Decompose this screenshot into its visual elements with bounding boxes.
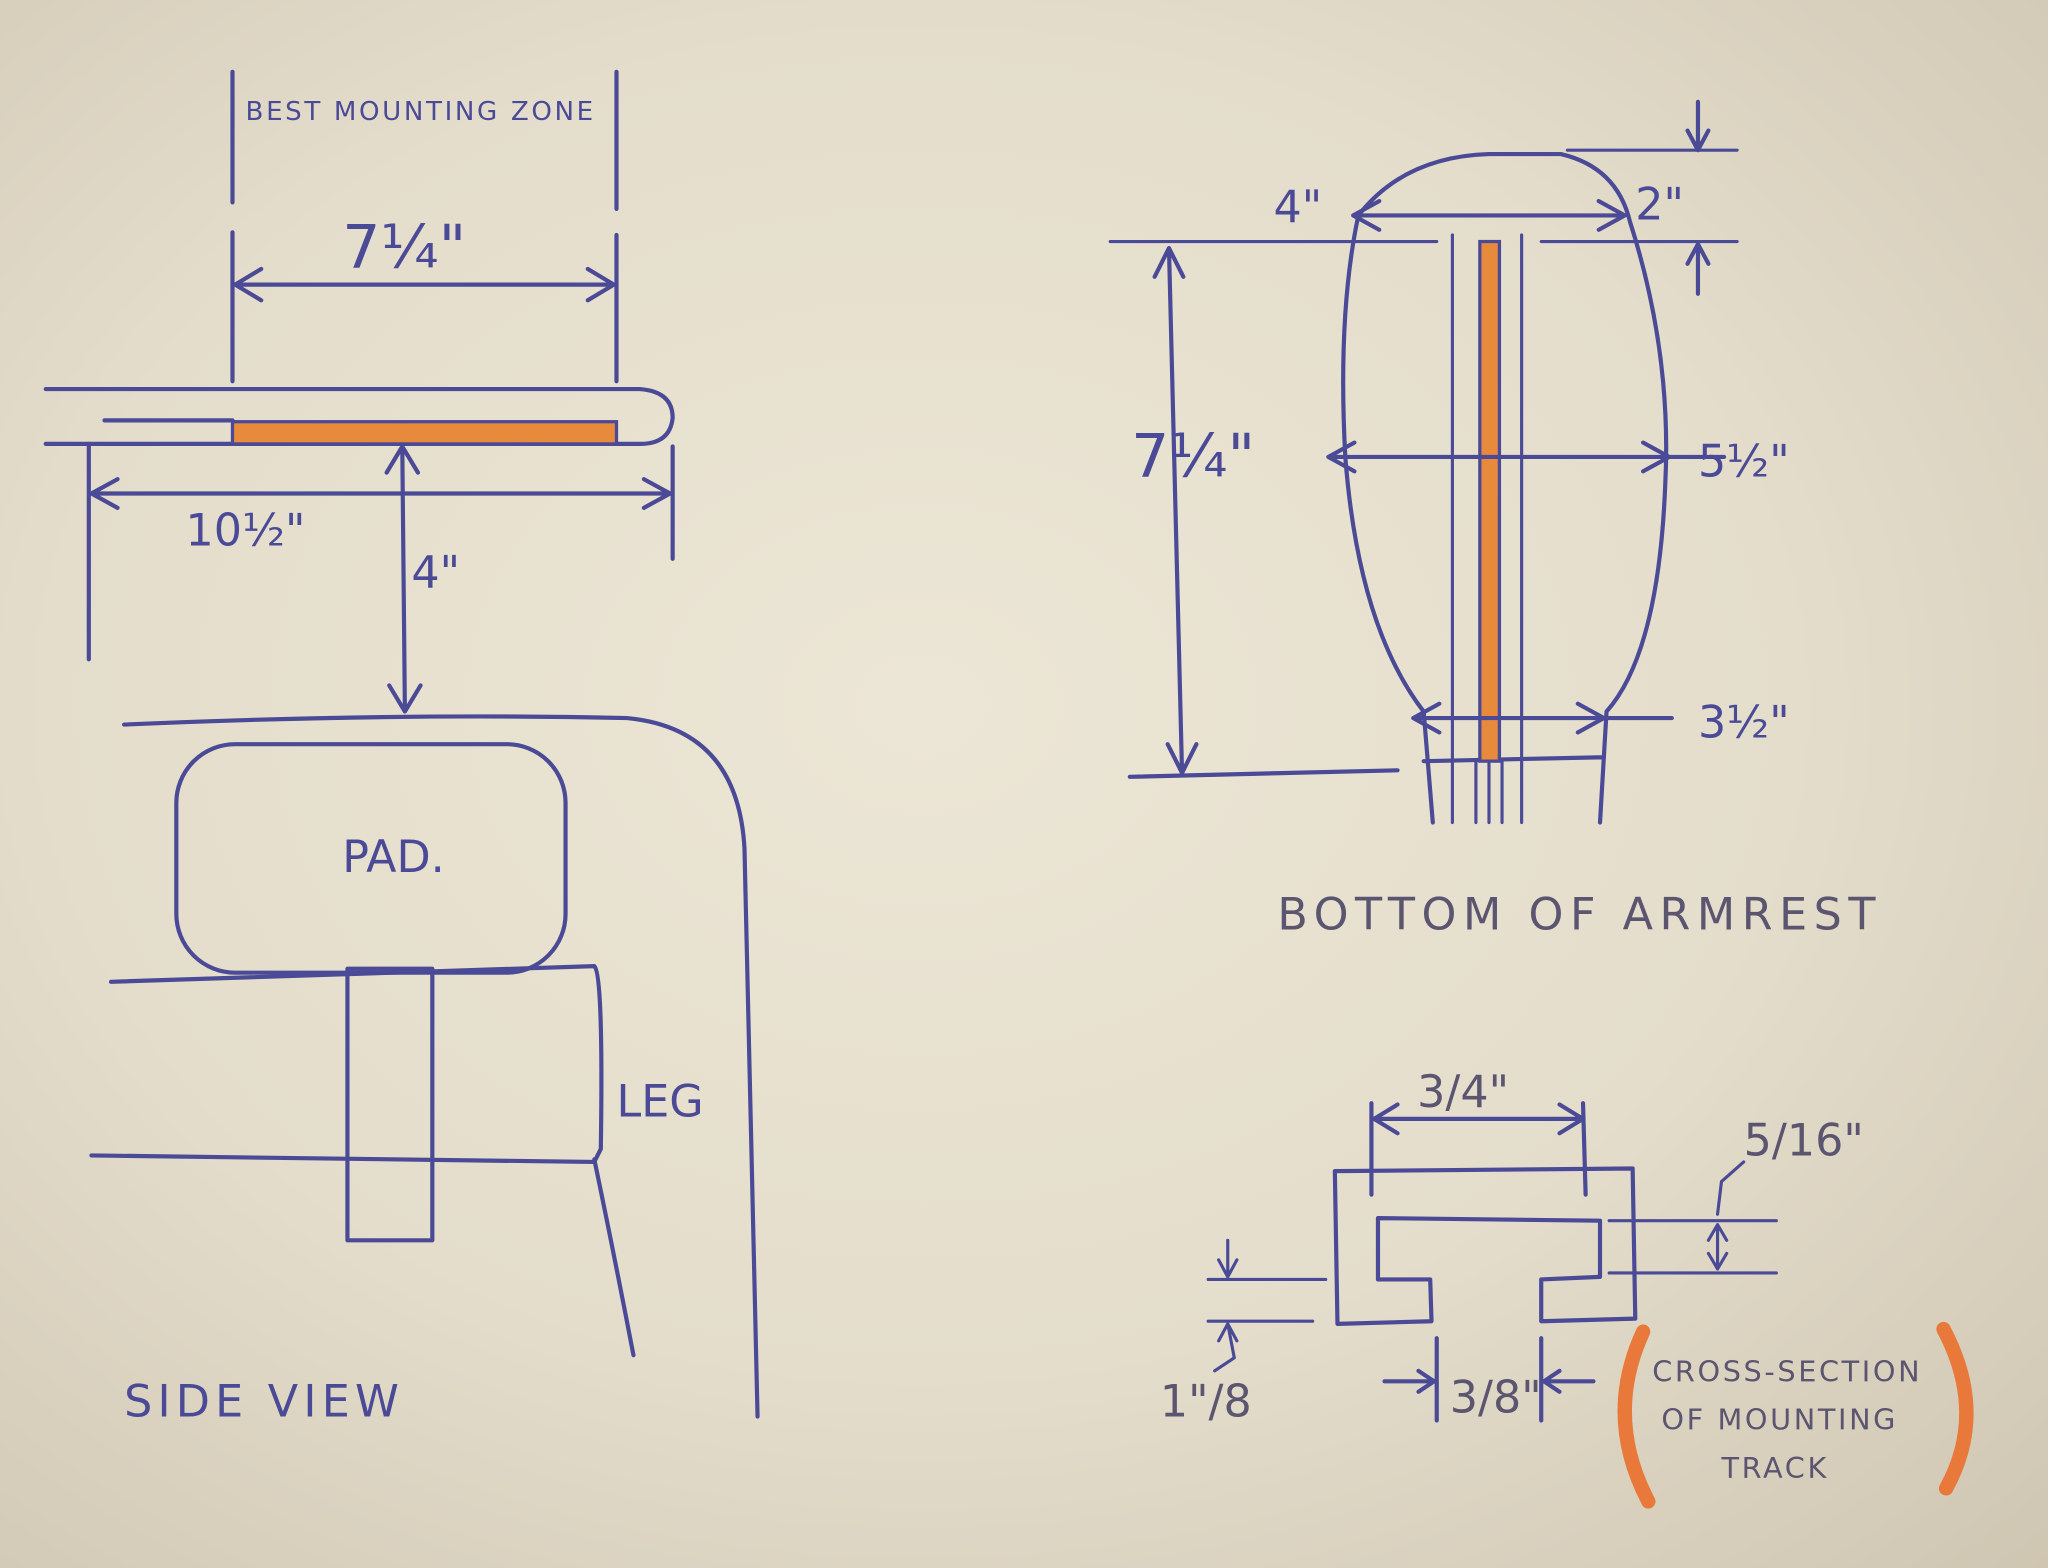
top-width-arrow — [1351, 198, 1627, 232]
cross-section: 3/4" 5/16" 1"/8 3/8" CROSS-SECTION OF MO… — [1160, 1067, 1974, 1509]
cross-section-title-line-1: CROSS-SECTION — [1652, 1354, 1922, 1388]
height-lines — [1607, 1160, 1778, 1275]
bottom-width: 3½" — [1698, 698, 1790, 749]
seat-block — [89, 964, 604, 1165]
side-view-title: SIDE VIEW — [124, 1377, 404, 1428]
length: 7¼" — [1131, 422, 1255, 492]
post — [345, 966, 435, 1243]
track-edges — [1450, 233, 1524, 825]
slot-width-arrows — [1382, 1336, 1596, 1423]
top-width: 4" — [1273, 182, 1322, 233]
top-offset-arrows — [1685, 99, 1711, 296]
armrest-length: 10½" — [185, 506, 305, 557]
zone-dimension: 7¼" — [342, 213, 466, 283]
cross-section-title-line-3: TRACK — [1720, 1451, 1828, 1485]
length-arrow — [1127, 245, 1400, 779]
slot-width: 3/8" — [1450, 1373, 1542, 1424]
leg-label: LEG — [616, 1076, 703, 1127]
pad-label: PAD. — [342, 832, 445, 883]
right-paren — [1936, 1321, 1974, 1496]
armrest-bottom-outline — [1341, 151, 1669, 825]
zone-dimension-arrow — [233, 266, 616, 303]
gap-dimension: 4" — [411, 548, 460, 599]
mid-width: 5½" — [1698, 437, 1790, 488]
top-offset: 2" — [1635, 179, 1684, 230]
outer-width: 3/4" — [1417, 1067, 1509, 1118]
zone-label: BEST MOUNTING ZONE — [246, 97, 596, 127]
armrest-length-arrow — [86, 441, 675, 662]
armrest-outline — [43, 386, 675, 446]
reference-lines — [1108, 148, 1739, 244]
bottom-view-title: BOTTOM OF ARMREST — [1277, 890, 1882, 941]
outer-width-arrow — [1369, 1101, 1588, 1197]
thickness: 1"/8 — [1160, 1377, 1252, 1428]
chair-leg-outline — [121, 714, 760, 1419]
bottom-width-arrow — [1411, 701, 1674, 735]
mid-width-arrow — [1326, 440, 1727, 474]
side-view: BEST MOUNTING ZONE 7¼" 10½" 4" PAD. LEG … — [43, 69, 760, 1428]
height: 5/16" — [1744, 1115, 1864, 1166]
thickness-lines — [1206, 1238, 1328, 1373]
cross-section-title-line-2: OF MOUNTING — [1661, 1403, 1898, 1437]
leg-line — [592, 1157, 636, 1358]
left-paren — [1617, 1324, 1656, 1509]
track-profile — [1332, 1166, 1638, 1326]
gap-arrow — [384, 444, 423, 714]
mounting-track-side — [230, 420, 619, 446]
bottom-view: 4" 2" 7¼" 5½" 3½" BOTTOM OF ARMREST — [1108, 99, 1882, 941]
mounting-track-bottom — [1478, 239, 1502, 763]
